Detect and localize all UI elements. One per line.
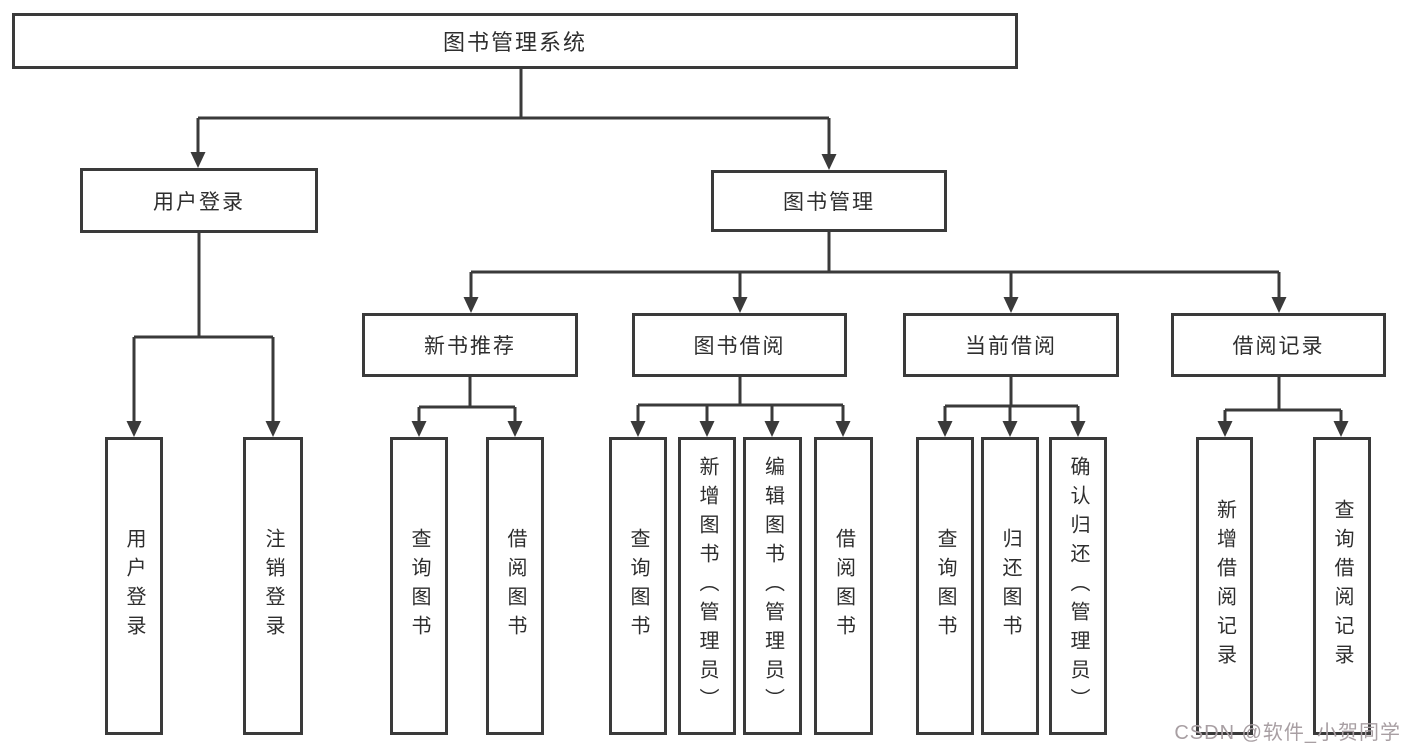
arrowheads bbox=[126, 152, 1349, 437]
node-book-management: 图书管理 bbox=[711, 170, 947, 232]
connector-new-book-recommend bbox=[417, 377, 517, 425]
connector-root-to-level2 bbox=[196, 69, 831, 158]
connector-borrow-records bbox=[1223, 377, 1343, 425]
leaf-borrow-borrow-books: 借阅图书 bbox=[814, 437, 873, 735]
leaf-user-login: 用户登录 bbox=[105, 437, 163, 735]
node-current-borrow: 当前借阅 bbox=[903, 313, 1119, 377]
node-root-library-system: 图书管理系统 bbox=[12, 13, 1018, 69]
connector-book-management-to-level3 bbox=[469, 232, 1281, 301]
leaf-borrow-edit-books-admin: 编辑图书（管理员） bbox=[743, 437, 802, 735]
node-user-login: 用户登录 bbox=[80, 168, 318, 233]
leaf-records-query-record: 查询借阅记录 bbox=[1313, 437, 1371, 735]
node-new-book-recommend: 新书推荐 bbox=[362, 313, 578, 377]
node-borrow-records: 借阅记录 bbox=[1171, 313, 1386, 377]
leaf-records-add-record: 新增借阅记录 bbox=[1196, 437, 1253, 735]
leaf-current-confirm-return-admin: 确认归还（管理员） bbox=[1049, 437, 1107, 735]
leaf-current-query-books: 查询图书 bbox=[916, 437, 974, 735]
node-book-borrow: 图书借阅 bbox=[632, 313, 847, 377]
connector-user-login-to-leaves bbox=[132, 233, 275, 425]
leaf-recommend-borrow-books: 借阅图书 bbox=[486, 437, 544, 735]
connector-current-borrow bbox=[943, 377, 1080, 425]
leaf-current-return-books: 归还图书 bbox=[981, 437, 1039, 735]
csdn-watermark: CSDN @软件_小贺同学 bbox=[1174, 722, 1401, 744]
leaf-recommend-query-books: 查询图书 bbox=[390, 437, 448, 735]
leaf-logout: 注销登录 bbox=[243, 437, 303, 735]
leaf-borrow-query-books: 查询图书 bbox=[609, 437, 667, 735]
connector-book-borrow bbox=[636, 377, 845, 425]
leaf-borrow-add-books-admin: 新增图书（管理员） bbox=[678, 437, 736, 735]
